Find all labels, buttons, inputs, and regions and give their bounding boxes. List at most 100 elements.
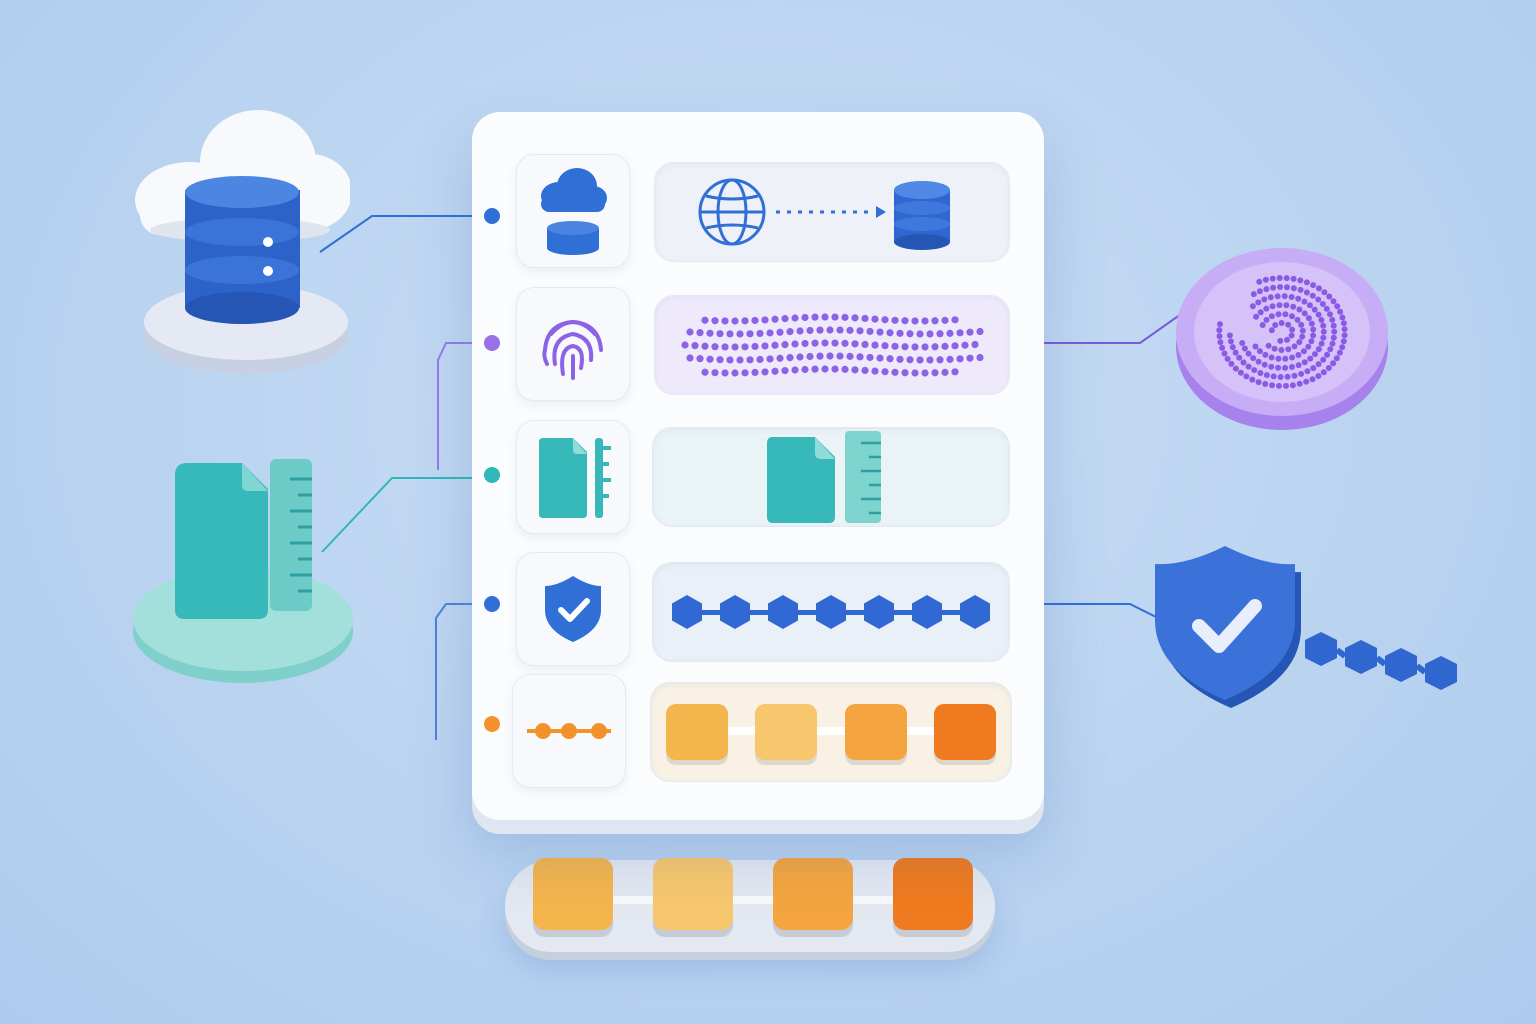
fingerprint-dot [951, 316, 959, 324]
fingerprint-disc-dot [1329, 316, 1336, 323]
fingerprint-disc-dot [1336, 349, 1343, 356]
hexagon-node [960, 595, 990, 629]
fingerprint-disc-dot [1229, 344, 1236, 351]
fingerprint-dot [921, 369, 929, 377]
fingerprint-disc-dot [1263, 372, 1270, 379]
fingerprint-dot [771, 367, 779, 375]
fingerprint-disc-dot [1299, 327, 1306, 334]
fingerprint-disc-dot [1330, 360, 1337, 367]
fingerprint-dot [826, 352, 834, 360]
fingerprint-disc-dot [1269, 275, 1276, 282]
fingerprint-dot [686, 328, 694, 336]
fingerprint-disc-dot [1340, 320, 1347, 327]
step-block [893, 858, 973, 930]
fingerprint-dot [891, 342, 899, 350]
fingerprint-disc-dot [1283, 302, 1290, 309]
fingerprint-disc-dot [1319, 301, 1326, 307]
tile-files[interactable] [516, 420, 630, 534]
fingerprint-disc-dot [1216, 333, 1223, 340]
fingerprint-disc-dot [1282, 311, 1289, 318]
fingerprint-disc-dot [1256, 278, 1263, 285]
fingerprint-disc-dot [1270, 284, 1277, 291]
fingerprint-dot [721, 369, 729, 377]
pipeline-track [691, 727, 971, 735]
fingerprint-disc-dot [1324, 351, 1331, 358]
fingerprint-disc-dot [1312, 351, 1318, 358]
fingerprint-disc-dot [1330, 322, 1337, 329]
fingerprint-dot [761, 316, 769, 324]
fingerprint-dot [836, 352, 844, 360]
panel-storage[interactable] [654, 162, 1010, 262]
fingerprint-dot [976, 327, 984, 336]
fingerprint-dot [966, 354, 974, 362]
fingerprint-dot [691, 342, 699, 350]
fingerprint-dot [811, 339, 819, 347]
fingerprint-disc-dot [1256, 348, 1263, 355]
fingerprint-disc-dot [1240, 359, 1247, 366]
fingerprint-dot [736, 330, 744, 338]
fingerprint-dot [941, 316, 949, 324]
fingerprint-dot [791, 340, 799, 348]
fingerprint-dot [716, 330, 724, 338]
fingerprint-disc-dot [1226, 332, 1233, 339]
fingerprint-dot [681, 341, 689, 349]
fingerprint-dot [826, 326, 834, 334]
fingerprint-dot [901, 343, 909, 351]
fingerprint-dot [686, 354, 694, 362]
fingerprint-disc-dot [1232, 349, 1239, 356]
fingerprint-disc-dot [1315, 373, 1322, 379]
panel-biometric[interactable] [654, 295, 1010, 395]
fingerprint-dot [821, 313, 829, 321]
fingerprint-dot [881, 368, 889, 376]
fingerprint-dot [731, 343, 739, 351]
fingerprint-disc-dot [1269, 303, 1276, 310]
fingerprint-dot [886, 355, 894, 363]
fingerprint-disc-dot [1297, 286, 1304, 293]
tile-storage[interactable] [516, 154, 630, 268]
fingerprint-dot [771, 341, 779, 349]
fingerprint-disc-dot [1275, 355, 1282, 362]
file-ruler-object [130, 455, 360, 695]
fingerprint-dot [936, 356, 944, 364]
fingerprint-disc-dot [1278, 347, 1285, 353]
fingerprint-dot [856, 327, 864, 335]
fingerprint-dot [866, 327, 874, 336]
fingerprint-disc-dot [1315, 346, 1322, 353]
panel-security[interactable] [652, 562, 1010, 662]
fingerprint-dot [911, 369, 919, 377]
fingerprint-disc-dot [1253, 313, 1260, 320]
fingerprint-icon [542, 319, 603, 380]
fingerprint-dot [711, 369, 719, 377]
fingerprint-dot [911, 317, 919, 325]
fingerprint-disc-dot [1295, 362, 1302, 369]
fingerprint-dot [911, 343, 919, 351]
fingerprint-dot [701, 342, 709, 350]
panel-pipeline[interactable] [650, 682, 1012, 782]
fingerprint-dot [746, 356, 754, 364]
fingerprint-dot [926, 330, 934, 338]
fingerprint-dot [781, 341, 789, 349]
fingerprint-disc-dot [1290, 275, 1297, 282]
fingerprint-dot [731, 317, 739, 325]
fingerprint-dot [776, 354, 784, 362]
tray-steps [533, 858, 973, 934]
fingerprint-disc-dot [1310, 326, 1317, 333]
fingerprint-disc-dot [1245, 363, 1252, 370]
tile-security[interactable] [516, 552, 630, 666]
panel-files[interactable] [652, 427, 1010, 527]
fingerprint-dot [941, 368, 949, 376]
file-ruler-icon [539, 438, 611, 518]
fingerprint-dot [966, 328, 974, 336]
fingerprint-disc-dot [1310, 332, 1317, 339]
tile-biometric[interactable] [516, 287, 630, 401]
fingerprint-disc-dot [1316, 285, 1322, 292]
fingerprint-disc-dot [1301, 359, 1308, 366]
fingerprint-dot [931, 343, 939, 351]
fingerprint-disc-dot [1262, 276, 1269, 283]
tile-pipeline[interactable] [512, 674, 626, 788]
fingerprint-disc-dot [1277, 337, 1284, 344]
fingerprint-disc-dot [1249, 303, 1256, 310]
fingerprint-dot [791, 314, 799, 322]
fingerprint-dot [701, 368, 709, 376]
fingerprint-disc-dot [1290, 285, 1297, 292]
